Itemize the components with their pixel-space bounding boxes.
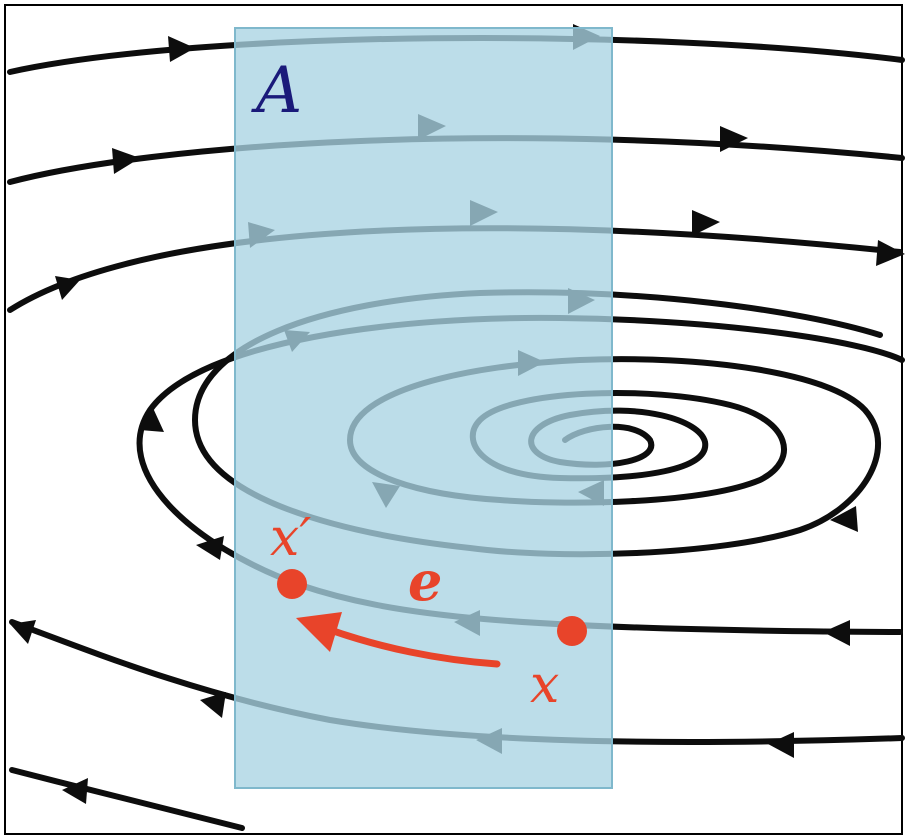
arrow-mark xyxy=(55,276,80,300)
arrow-mark xyxy=(62,778,88,804)
edge-highlight: x′ e x xyxy=(270,508,587,715)
edge-e-arrowhead xyxy=(296,612,342,652)
flow-line-bottom-2 xyxy=(9,767,245,831)
region-a xyxy=(234,27,613,789)
arrow-mark xyxy=(830,506,858,532)
point-x-prime xyxy=(277,569,307,599)
arrow-mark xyxy=(692,210,720,236)
edge-e-label: e xyxy=(408,549,442,613)
arrow-mark xyxy=(168,36,195,62)
arrow-mark xyxy=(876,240,905,266)
arrow-mark xyxy=(768,732,794,758)
arrow-mark xyxy=(196,536,224,560)
point-x-label: x xyxy=(530,655,559,715)
point-x-prime-label: x′ xyxy=(270,508,311,568)
arrow-mark xyxy=(140,408,164,432)
arrow-mark xyxy=(112,148,140,174)
edge-e-arrow xyxy=(321,624,501,668)
region-a-label: A xyxy=(251,54,302,128)
point-x xyxy=(557,616,587,646)
arrow-mark xyxy=(720,126,748,152)
arrow-mark xyxy=(823,620,850,646)
arrow-mark xyxy=(10,620,36,644)
arrow-mark xyxy=(200,692,226,718)
